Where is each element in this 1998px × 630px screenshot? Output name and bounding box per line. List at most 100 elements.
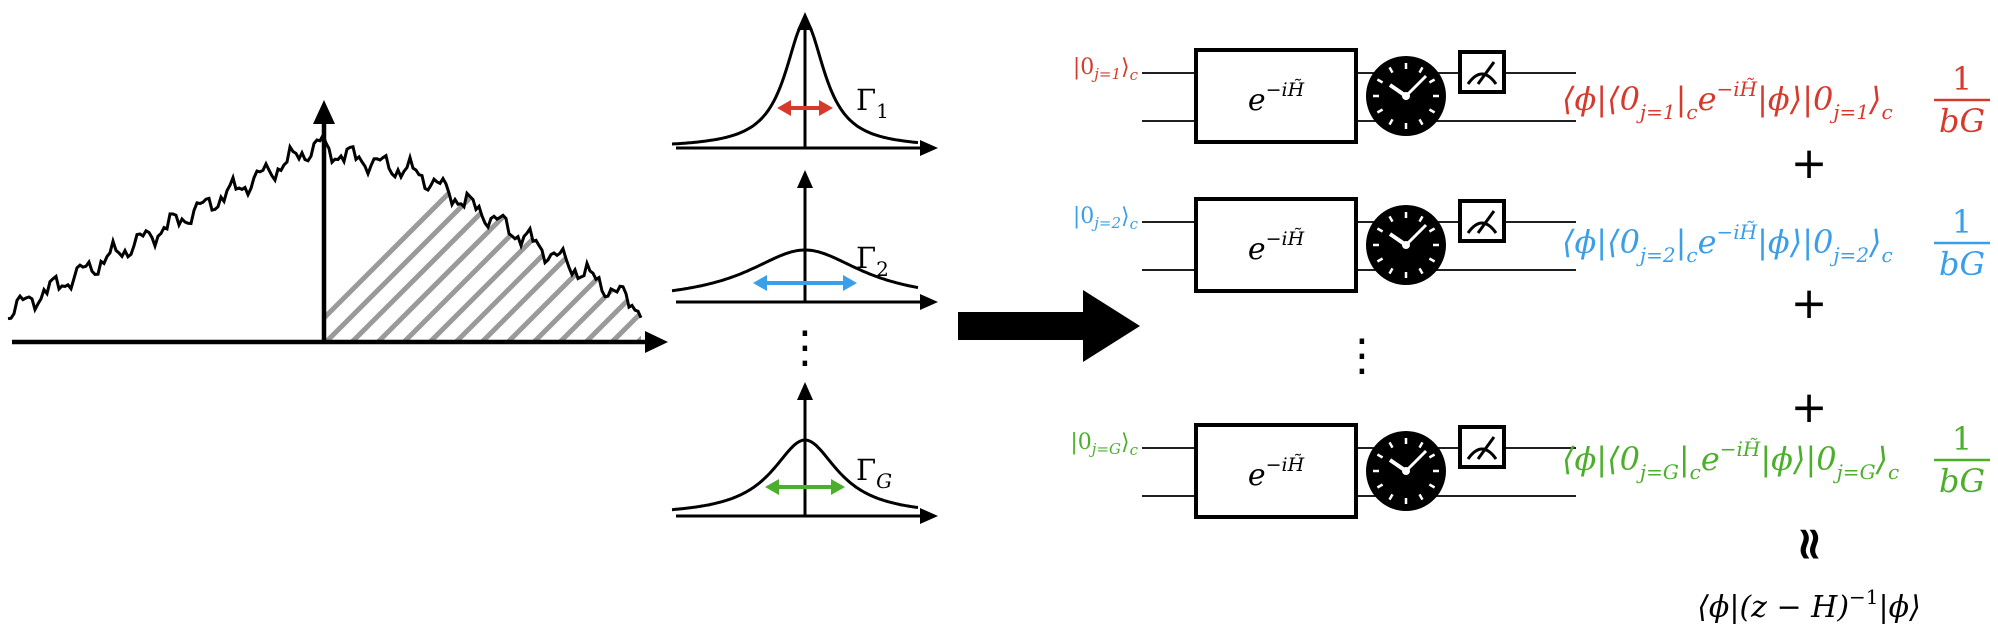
- gamma-symbol: Γ: [856, 83, 876, 117]
- circuit-row-1: e−iH̃|0j=1⟩c: [1073, 48, 1576, 144]
- ket-close: ⟩: [1121, 204, 1130, 229]
- evolution-gate: [1194, 197, 1358, 293]
- gamma-label-1: Γ1: [856, 83, 889, 123]
- ket-register: c: [1130, 441, 1139, 459]
- circuit-rows: e−iH̃|0j=1⟩ce−iH̃|0j=2⟩ce−iH̃|0j=G⟩c: [1070, 48, 1576, 519]
- ket-open: |0: [1073, 55, 1094, 80]
- plus-sign-1: +: [1791, 138, 1828, 189]
- width-arrow-right-head: [843, 275, 857, 291]
- ket-subscript: j=G: [1089, 440, 1121, 458]
- bra-register: c: [1686, 100, 1697, 124]
- ket-subscript: j=2: [1829, 243, 1869, 267]
- ket-close: ⟩: [1875, 440, 1888, 478]
- ket-register: c: [1882, 243, 1893, 267]
- clock-icon: [1366, 56, 1446, 136]
- ket-subscript: j=2: [1091, 214, 1121, 232]
- bra-part: ⟨ϕ|⟨0: [1562, 440, 1640, 478]
- ket-subscript: j=1: [1829, 100, 1869, 124]
- gate-exponent: −i: [1266, 228, 1288, 250]
- ket-register: c: [1888, 460, 1899, 484]
- ket-close: ⟩: [1121, 55, 1130, 80]
- gamma-subscript: G: [876, 469, 892, 493]
- final-expression-tail: |ϕ⟩: [1879, 590, 1921, 625]
- meter-icon: [1458, 425, 1506, 469]
- lorentzian-curve: [671, 248, 919, 293]
- panel-ellipsis: ⋮: [783, 322, 827, 373]
- approx-sign: ≈: [1784, 525, 1838, 564]
- circuit-ellipsis: ⋮: [1340, 330, 1384, 381]
- bra-register: c: [1690, 460, 1701, 484]
- evolution-gate: [1194, 423, 1358, 519]
- bra-register: c: [1686, 243, 1697, 267]
- plus-sign-2: +: [1791, 278, 1828, 329]
- spectrum-plot: [7, 100, 668, 353]
- ket-close: ⟩: [1868, 223, 1881, 261]
- bra-bar: |: [1676, 80, 1687, 118]
- meter-icon: [1458, 199, 1506, 243]
- gate-label: e−iH̃: [1248, 79, 1305, 118]
- exp-base: e: [1698, 223, 1717, 261]
- width-arrow-right-head: [831, 479, 845, 495]
- amplitude-expression: ⟨ϕ|⟨0j=1|ce−iH̃|ϕ⟩|0j=1⟩c: [1562, 77, 1893, 124]
- exp-superscript: −iH̃: [1720, 437, 1761, 461]
- ket-register: c: [1130, 215, 1139, 233]
- hatch-line: [584, 142, 641, 342]
- width-arrow-left-head: [765, 479, 779, 495]
- panel-y-arrowhead: [797, 12, 813, 30]
- lorentzian-curve: [671, 438, 919, 512]
- circuit-row-2: e−iH̃ |0j=2⟩c: [1073, 197, 1576, 293]
- spectrum-y-arrowhead: [313, 100, 335, 124]
- ket-label-3: |0j=G⟩c: [1070, 430, 1138, 459]
- width-arrow-left-head: [777, 100, 791, 116]
- ket-subscript: j=G: [1833, 460, 1876, 484]
- expression-column: ⟨ϕ|⟨0j=1|ce−iH̃|ϕ⟩|0j=1⟩c1bG⟨ϕ|⟨0j=2|ce−…: [1562, 60, 1990, 500]
- clock-icon: [1366, 205, 1446, 285]
- gate-h-symbol: H̃: [1287, 79, 1305, 101]
- gamma-label-2: Γ2: [856, 241, 889, 281]
- lorentzian-curve: [671, 20, 919, 146]
- ket-part: |ϕ⟩|0: [1757, 223, 1833, 261]
- panel-y-arrowhead: [797, 170, 813, 188]
- exp-base: e: [1701, 440, 1720, 478]
- plus-sign-3: +: [1791, 382, 1828, 433]
- gate-base: e: [1248, 458, 1266, 493]
- exp-base: e: [1698, 80, 1717, 118]
- panel-x-arrowhead: [920, 140, 938, 156]
- meter-icon: [1458, 50, 1506, 94]
- fraction-numerator: 1: [1952, 60, 1972, 98]
- ket-label-2: |0j=2⟩c: [1073, 204, 1139, 233]
- lorentzian-panel-1: Γ1: [671, 12, 938, 156]
- hatch-line: [532, 142, 641, 342]
- gamma-symbol: Γ: [856, 453, 876, 487]
- ket-open: |0: [1073, 204, 1094, 229]
- gate-base: e: [1248, 232, 1266, 267]
- gate-exponent: −i: [1266, 454, 1288, 476]
- exp-superscript: −iH̃: [1717, 77, 1758, 101]
- ket-open: |0: [1070, 430, 1091, 455]
- panel-y-arrowhead: [797, 382, 813, 400]
- gate-label: e−iH̃: [1248, 228, 1305, 267]
- evolution-gate: [1194, 48, 1358, 144]
- amplitude-expression: ⟨ϕ|⟨0j=2|ce−iH̃|ϕ⟩|0j=2⟩c: [1562, 220, 1893, 267]
- bra-bar: |: [1679, 440, 1690, 478]
- ket-close: ⟩: [1121, 430, 1130, 455]
- amplitude-expression: ⟨ϕ|⟨0j=G|ce−iH̃|ϕ⟩|0j=G⟩c: [1562, 437, 1899, 484]
- fraction-denominator: bG: [1939, 462, 1985, 500]
- hatch-line: [558, 142, 641, 342]
- ket-part: |ϕ⟩|0: [1760, 440, 1836, 478]
- lorentzian-panel-3: ΓG: [671, 382, 938, 524]
- lorentzian-panel-2: Γ2: [671, 170, 938, 310]
- final-expression-sup: −1: [1849, 585, 1878, 609]
- ket-part: |ϕ⟩|0: [1757, 80, 1833, 118]
- exp-superscript: −iH̃: [1717, 220, 1758, 244]
- gamma-subscript: 2: [876, 257, 889, 281]
- right-arrow-icon: [958, 290, 1140, 362]
- gate-base: e: [1248, 83, 1266, 118]
- gate-h-symbol: H̃: [1287, 454, 1305, 476]
- circuit-row-3: e−iH̃ |0j=G⟩c: [1070, 423, 1576, 519]
- final-expression-main: ⟨ϕ|(z − H): [1697, 590, 1849, 625]
